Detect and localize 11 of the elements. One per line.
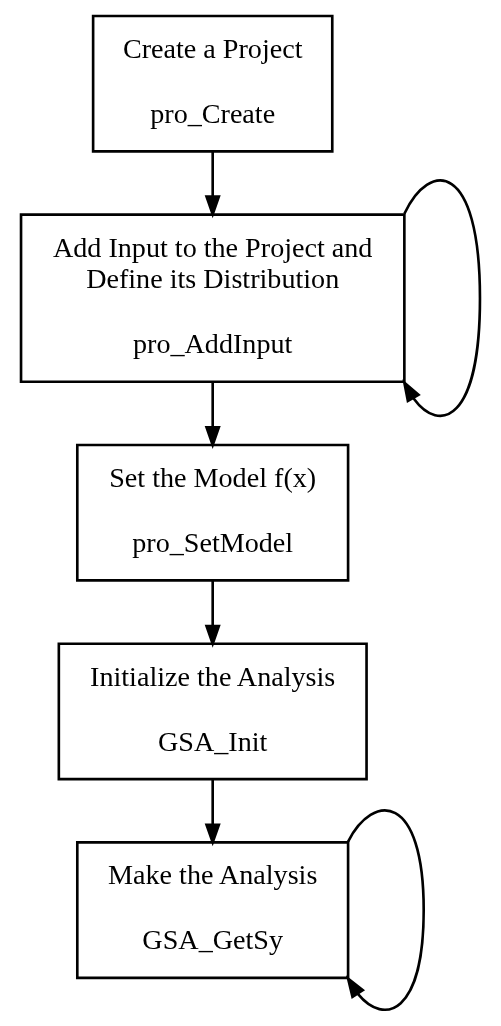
arrow [204,382,221,449]
arrow [345,809,425,1011]
node-box: Make the Analysis GSA_GetSy [76,841,350,980]
node-box: Set the Model f(x) pro_SetModel [76,443,350,582]
node-box: Create a Project pro_Create [91,14,334,153]
arrow [402,179,482,417]
arrow [204,580,221,648]
arrow [204,151,221,219]
node-box: Initialize the Analysis GSA_Init [57,642,368,781]
node-box: Add Input to the Project and Define its Distribution pro_AddInput [19,213,406,384]
arrow [204,779,221,847]
